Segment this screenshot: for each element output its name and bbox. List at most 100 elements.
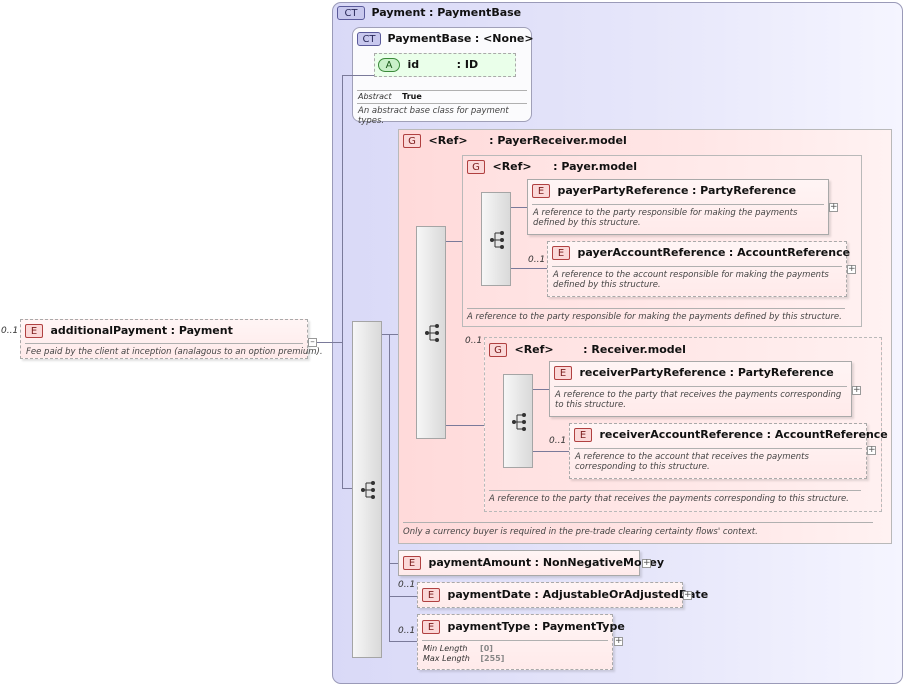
min-length-label: Min Length	[423, 644, 468, 653]
id-attribute-name: id	[407, 58, 420, 71]
expand-toggle-icon[interactable]: +	[867, 445, 876, 455]
expand-toggle-icon[interactable]: +	[683, 590, 692, 600]
group-icon: G	[489, 343, 507, 357]
payment-type-element[interactable]	[417, 614, 613, 670]
element-icon: E	[422, 620, 440, 634]
connector	[389, 334, 390, 641]
payer-account-reference-element[interactable]	[547, 241, 847, 297]
root-cardinality: 0..1	[1, 326, 19, 336]
separator	[403, 522, 873, 523]
payment-ct-name: Payment	[371, 6, 426, 19]
element-icon: E	[552, 246, 570, 260]
separator	[422, 640, 608, 641]
receiver-account-description: A reference to the account that receives…	[575, 452, 809, 472]
min-length-value: [0]	[480, 644, 493, 653]
element-icon: E	[422, 588, 440, 602]
group-icon: G	[467, 160, 485, 174]
additional-payment-description: Fee paid by the client at inception (ana…	[26, 347, 323, 357]
payment-ct-type: PaymentBase	[437, 6, 522, 19]
connector	[511, 268, 547, 269]
complex-type-plus-icon: CT	[337, 6, 365, 20]
receiver-account-cardinality: 0..1	[549, 436, 567, 446]
connector	[342, 488, 352, 489]
payer-group-header: G <Ref> : Payer.model	[467, 160, 637, 174]
receiver-party-type: PartyReference	[737, 366, 834, 379]
payer-party-description: A reference to the party responsible for…	[533, 208, 798, 228]
separator	[489, 490, 861, 491]
payer-receiver-description: Only a currency buyer is required in the…	[403, 527, 758, 537]
sequence-icon	[361, 481, 375, 499]
payer-party-name: payerPartyReference	[557, 184, 689, 197]
payment-amount-header: E paymentAmount : NonNegativeMoney	[403, 556, 664, 570]
expand-toggle-icon[interactable]: +	[852, 385, 861, 395]
element-icon: E	[554, 366, 572, 380]
payer-party-reference-element[interactable]	[527, 179, 829, 235]
payer-account-type: AccountReference	[737, 246, 851, 259]
payment-type-name: paymentType	[447, 620, 531, 633]
collapse-toggle-icon[interactable]: –	[308, 338, 317, 347]
element-icon: E	[574, 428, 592, 442]
receiver-sequence[interactable]	[503, 374, 533, 468]
payer-receiver-name: PayerReceiver.model	[497, 134, 627, 147]
payment-date-name: paymentDate	[447, 588, 531, 601]
connector	[382, 334, 398, 335]
payer-group-ref: <Ref>	[492, 160, 532, 173]
payment-type-cardinality: 0..1	[398, 626, 416, 636]
id-attribute-type: ID	[464, 58, 479, 71]
payment-date-type: AdjustableOrAdjustedDate	[542, 588, 709, 601]
receiver-party-description: A reference to the party that receives t…	[555, 390, 842, 410]
payment-date-element[interactable]	[417, 582, 683, 608]
connector	[446, 241, 462, 242]
payment-amount-element[interactable]	[398, 550, 640, 576]
receiver-account-header: E receiverAccountReference : AccountRefe…	[574, 428, 888, 442]
sequence-icon	[490, 231, 504, 249]
payment-base-name: PaymentBase	[387, 32, 472, 45]
separator	[357, 90, 527, 91]
max-length-label: Max Length	[423, 654, 470, 663]
expand-toggle-icon[interactable]: +	[847, 264, 856, 274]
payer-account-cardinality: 0..1	[528, 255, 546, 265]
min-length-property: Min Length [0]	[423, 644, 493, 654]
expand-toggle-icon[interactable]: +	[642, 558, 651, 568]
attribute-icon: A	[378, 58, 400, 72]
payment-date-header: E paymentDate : AdjustableOrAdjustedDate	[422, 588, 708, 602]
max-length-property: Max Length [255]	[423, 654, 504, 664]
payer-group-description: A reference to the party responsible for…	[467, 312, 842, 322]
payment-ct-header: CT Payment : PaymentBase	[337, 6, 521, 20]
payer-account-header: E payerAccountReference : AccountReferen…	[552, 246, 850, 260]
separator	[467, 308, 845, 309]
max-length-value: [255]	[480, 654, 505, 663]
payment-amount-type: NonNegativeMoney	[542, 556, 665, 569]
sequence-icon	[512, 413, 526, 431]
group-icon: G	[403, 134, 421, 148]
receiver-party-header: E receiverPartyReference : PartyReferenc…	[554, 366, 834, 380]
payment-type-header: E paymentType : PaymentType	[422, 620, 625, 634]
payment-type-type: PaymentType	[542, 620, 625, 633]
payer-account-name: payerAccountReference	[577, 246, 726, 259]
separator	[25, 343, 303, 344]
payer-group-name: Payer.model	[561, 160, 638, 173]
payment-date-cardinality: 0..1	[398, 580, 416, 590]
receiver-party-reference-element[interactable]	[549, 361, 852, 417]
expand-toggle-icon[interactable]: +	[614, 636, 623, 646]
abstract-property: Abstract True	[358, 92, 422, 102]
separator	[552, 266, 842, 267]
connector	[533, 389, 549, 390]
separator	[532, 204, 824, 205]
connector	[342, 75, 343, 488]
receiver-group-header: G <Ref> : Receiver.model	[489, 343, 686, 357]
additional-payment-header: E additionalPayment : Payment	[25, 324, 233, 338]
connector	[389, 563, 398, 564]
receiver-group-description: A reference to the party that receives t…	[489, 494, 849, 504]
receiver-account-name: receiverAccountReference	[599, 428, 764, 441]
element-icon: E	[403, 556, 421, 570]
receiver-account-reference-element[interactable]	[569, 423, 867, 479]
complex-type-icon: CT	[357, 32, 381, 46]
sequence-icon	[425, 324, 439, 342]
expand-toggle-icon[interactable]: +	[829, 202, 838, 212]
connector	[511, 207, 527, 208]
payer-sequence[interactable]	[481, 192, 511, 286]
additional-payment-element[interactable]	[20, 319, 308, 359]
element-icon: E	[25, 324, 43, 338]
additional-payment-name: additionalPayment	[50, 324, 168, 337]
